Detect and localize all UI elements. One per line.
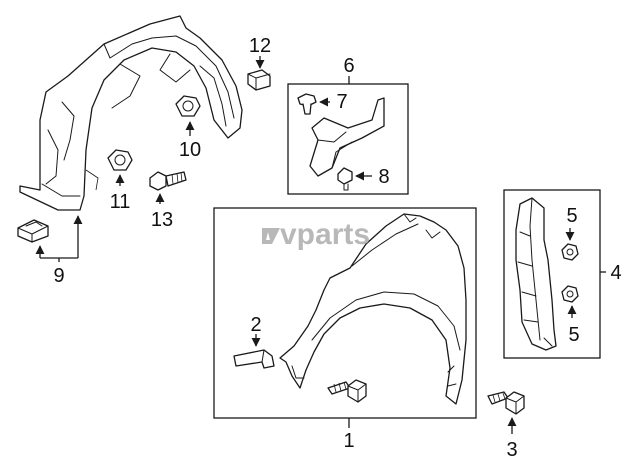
seal-group-box [503,189,601,359]
callout-9: 9 [53,265,64,287]
watermark: vparts [262,218,370,251]
brand-logo-icon [262,228,280,244]
callout-1: 1 [343,430,354,452]
callout-8: 8 [378,166,389,188]
fender-liner [19,15,243,211]
callout-4: 4 [610,262,621,284]
fender-box [213,207,477,419]
bracket-2 [233,334,275,369]
callout-5-lower: 5 [568,324,579,346]
front-fender [279,213,467,405]
callout-10: 10 [179,139,201,161]
callout-13: 13 [151,209,173,231]
fender-bolt [327,379,367,403]
callout-11: 11 [110,191,131,213]
bolt-3 [487,391,525,434]
watermark-text: vparts [280,218,370,251]
clip-8 [337,167,372,191]
callout-12: 12 [249,35,271,57]
garnish-seal [515,197,557,351]
clip-9 [17,215,83,262]
clip-5-upper [561,228,579,261]
callout-2: 2 [250,314,261,336]
nut-clip-11 [107,149,133,186]
clip-5-lower [561,285,579,318]
push-rivet-10 [175,95,201,136]
clip-7 [297,93,330,115]
clip-12 [247,56,271,91]
bracket-group-box [287,83,409,195]
callout-3: 3 [506,439,517,461]
bolt-13 [149,171,187,204]
callout-6: 6 [343,55,354,77]
callout-5-upper: 5 [566,205,577,227]
callout-7: 7 [336,91,347,113]
mounting-bracket [309,97,385,177]
